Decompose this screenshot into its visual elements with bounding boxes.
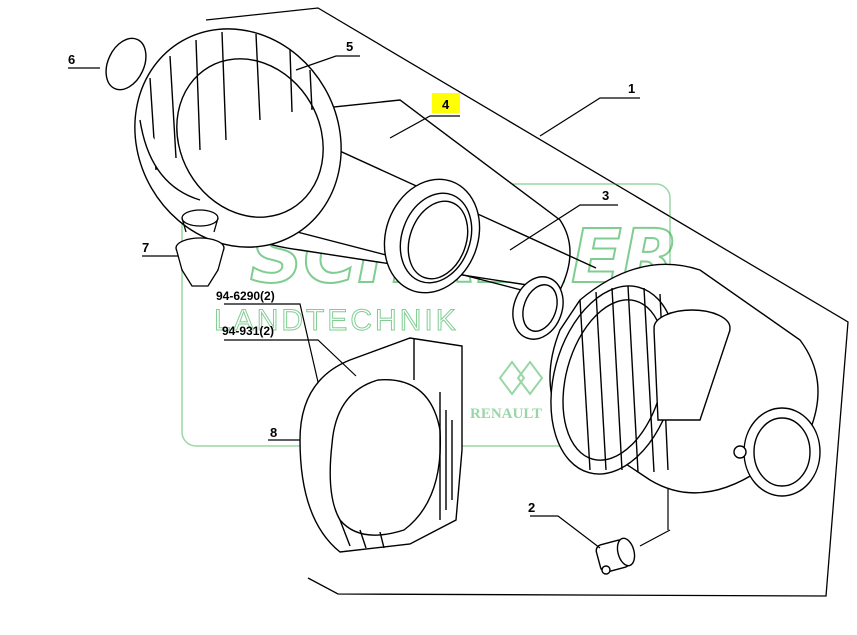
leader-5 [295, 55, 360, 71]
part-5-end-cap [134, 28, 342, 248]
part-2-dust-cap [595, 537, 636, 575]
leader-lines [68, 55, 671, 549]
filter-seal-ring [383, 178, 481, 294]
renault-logo-icon [498, 360, 544, 396]
watermark-subtitle: LANDTECHNIK [214, 304, 459, 337]
leader-4 [389, 115, 460, 139]
part-7-valve [175, 209, 225, 287]
part-6-o-ring [105, 37, 147, 91]
leader-code-b [224, 339, 357, 377]
callout-4-highlight [432, 93, 460, 113]
part-3-safety-element [512, 276, 564, 340]
callout-6[interactable]: 6 [68, 52, 75, 67]
leader-1 [539, 97, 640, 137]
callout-7[interactable]: 7 [142, 240, 149, 255]
callout-code-94-6290[interactable]: 94-6290(2) [216, 289, 275, 303]
assembly-frame [205, 7, 849, 597]
watermark-partner: RENAULT [470, 406, 542, 422]
callout-code-94-931[interactable]: 94-931(2) [222, 324, 274, 338]
leader-2b [639, 529, 671, 547]
callout-3[interactable]: 3 [602, 188, 609, 203]
callout-2[interactable]: 2 [528, 500, 535, 515]
leader-3 [509, 204, 618, 251]
callout-1[interactable]: 1 [628, 81, 635, 96]
part-8-mounting-bracket [299, 337, 463, 553]
callout-8[interactable]: 8 [270, 425, 277, 440]
callout-5[interactable]: 5 [346, 39, 353, 54]
leader-code-a [224, 303, 319, 383]
part-1-housing [549, 263, 821, 497]
callout-4[interactable]: 4 [442, 97, 450, 112]
leader-2 [530, 515, 601, 549]
